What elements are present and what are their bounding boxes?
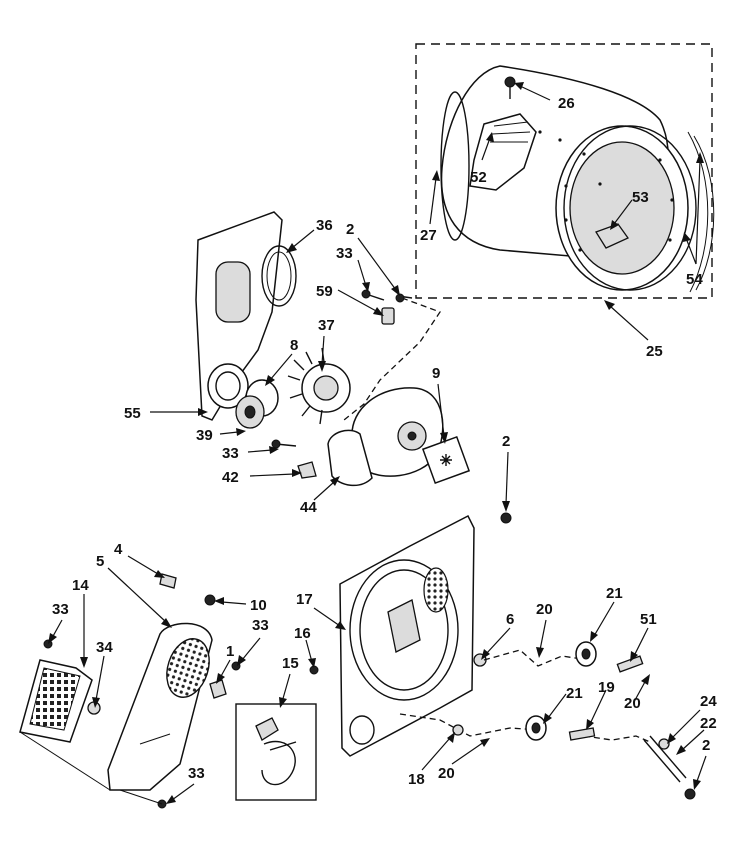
drum-rivets <box>538 130 674 252</box>
thermostat-59 <box>381 307 395 325</box>
screw-2-bulkhead <box>500 512 512 524</box>
drum-group-dashed-box <box>415 43 713 299</box>
callout-39: 39 <box>196 427 213 444</box>
callout-24: 24 <box>700 693 717 710</box>
callout-2-mid: 2 <box>502 433 510 450</box>
callout-51: 51 <box>640 611 657 628</box>
callout-52: 52 <box>470 169 487 186</box>
callout-33-top: 33 <box>336 245 353 262</box>
callout-33-left: 33 <box>52 601 69 618</box>
drum-screw-26 <box>504 76 516 88</box>
callout-36: 36 <box>316 217 333 234</box>
drum-front-rim-edge <box>563 125 697 291</box>
shaft-51 <box>616 655 644 673</box>
callout-33-right: 33 <box>252 617 269 634</box>
callout-53: 53 <box>632 189 649 206</box>
parts-kit-15 <box>235 703 317 801</box>
callout-21-upper: 21 <box>606 585 623 602</box>
front-bulkhead-opening <box>349 559 459 701</box>
callout-14: 14 <box>72 577 89 594</box>
callout-54: 54 <box>686 271 703 288</box>
callout-59: 59 <box>316 283 333 300</box>
callout-2-top: 2 <box>346 221 354 238</box>
clip-1 <box>209 679 227 699</box>
callout-16: 16 <box>294 625 311 642</box>
callout-27: 27 <box>420 227 437 244</box>
callout-15: 15 <box>282 655 299 672</box>
leader-lines <box>48 82 707 804</box>
drum-seal-54 <box>687 131 709 293</box>
callout-42: 42 <box>222 469 239 486</box>
callout-8: 8 <box>290 337 298 354</box>
drum-back-rim <box>440 91 470 241</box>
callout-44: 44 <box>300 499 317 516</box>
wire-harness <box>343 297 441 421</box>
callout-34: 34 <box>96 639 113 656</box>
wire-20-upper <box>483 649 589 667</box>
callout-25: 25 <box>646 343 663 360</box>
gasket-36 <box>261 245 297 307</box>
callout-20-lower: 20 <box>438 765 455 782</box>
wire-20-right <box>583 735 651 743</box>
drum-front-rim-inner <box>569 141 675 275</box>
callout-18: 18 <box>408 771 425 788</box>
front-bulkhead-screen <box>423 567 449 613</box>
bulkhead-vent <box>215 261 251 323</box>
blower-wheel-37 <box>287 347 351 425</box>
idler-24 <box>658 738 670 750</box>
callout-22: 22 <box>700 715 717 732</box>
bulkhead-assembly <box>195 211 471 487</box>
clip-42 <box>297 461 317 479</box>
callout-33-bottom: 33 <box>188 765 205 782</box>
callout-6: 6 <box>506 611 514 628</box>
callout-19: 19 <box>598 679 615 696</box>
callout-26: 26 <box>558 95 575 112</box>
front-bulkhead-assembly <box>309 512 696 800</box>
lint-grille-mesh <box>29 667 81 731</box>
callout-10: 10 <box>250 597 267 614</box>
callout-4: 4 <box>114 541 123 558</box>
callout-20-right: 20 <box>624 695 641 712</box>
front-bulkhead-port <box>349 715 375 745</box>
front-panel-mesh <box>166 638 210 698</box>
front-assembly <box>19 573 241 809</box>
callout-17: 17 <box>296 591 313 608</box>
callout-labels: 26 52 53 27 54 25 36 2 33 59 37 8 9 55 3… <box>52 95 717 788</box>
screw-2-idler <box>684 788 696 800</box>
idler-arm-22 <box>643 739 681 783</box>
callout-9: 9 <box>432 365 440 382</box>
callout-5: 5 <box>96 553 104 570</box>
callout-1: 1 <box>226 643 234 660</box>
callout-2-bottom: 2 <box>702 737 710 754</box>
callout-33-mid: 33 <box>222 445 239 462</box>
wire-20-lower <box>399 713 541 737</box>
callout-21-lower: 21 <box>566 685 583 702</box>
drum-assembly <box>415 43 715 299</box>
drum-baffle-52-slot <box>490 121 531 143</box>
shaft-19 <box>568 727 596 741</box>
screw-10 <box>204 594 216 606</box>
callout-37: 37 <box>318 317 335 334</box>
motor-44 <box>327 429 373 487</box>
callout-20-upper: 20 <box>536 601 553 618</box>
bulkhead-port <box>207 363 249 409</box>
drum-seal-54b <box>693 135 715 291</box>
washer-18 <box>452 724 464 736</box>
callout-55: 55 <box>124 405 141 422</box>
